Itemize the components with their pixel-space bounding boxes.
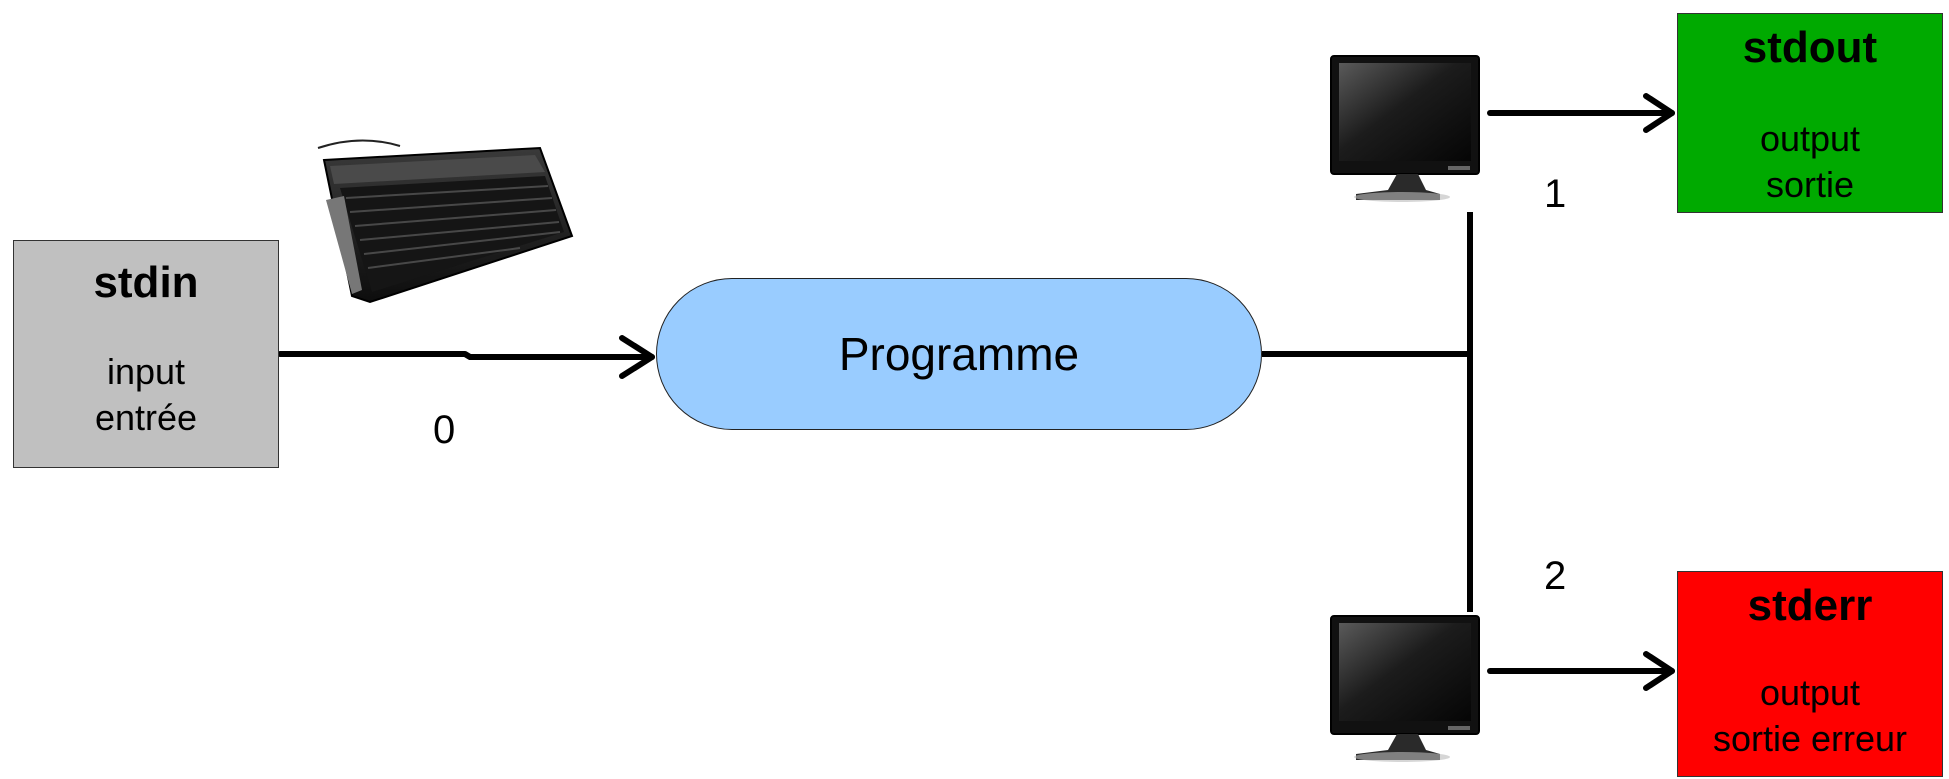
keyboard-icon bbox=[317, 139, 574, 304]
monitor-icon bbox=[1330, 615, 1480, 762]
stderr-line1: output bbox=[1759, 672, 1861, 713]
stdin-arrow bbox=[277, 335, 655, 379]
stdin-box: stdin input entrée bbox=[13, 240, 279, 468]
stderr-title: stderr bbox=[1747, 581, 1873, 630]
stdin-line2: entrée bbox=[94, 397, 198, 438]
stdin-line1: input bbox=[106, 351, 186, 392]
stderr-line2: sortie erreur bbox=[1712, 718, 1908, 759]
stream-number-stdin: 0 bbox=[433, 408, 456, 452]
monitor-icon bbox=[1330, 55, 1480, 202]
stdout-line2: sortie bbox=[1765, 164, 1855, 205]
stream-number-stderr: 2 bbox=[1544, 554, 1567, 598]
stderr-box: stderr output sortie erreur bbox=[1677, 571, 1943, 777]
stream-number-stdout: 1 bbox=[1544, 172, 1567, 216]
program-label: Programme bbox=[838, 328, 1080, 380]
stdout-title: stdout bbox=[1742, 23, 1878, 72]
stdout-line1: output bbox=[1759, 118, 1861, 159]
program-node: Programme bbox=[656, 278, 1262, 430]
stdout-arrow bbox=[1487, 93, 1675, 133]
stderr-arrow bbox=[1487, 651, 1675, 691]
stdout-box: stdout output sortie bbox=[1677, 13, 1943, 213]
stdin-title: stdin bbox=[93, 258, 199, 307]
